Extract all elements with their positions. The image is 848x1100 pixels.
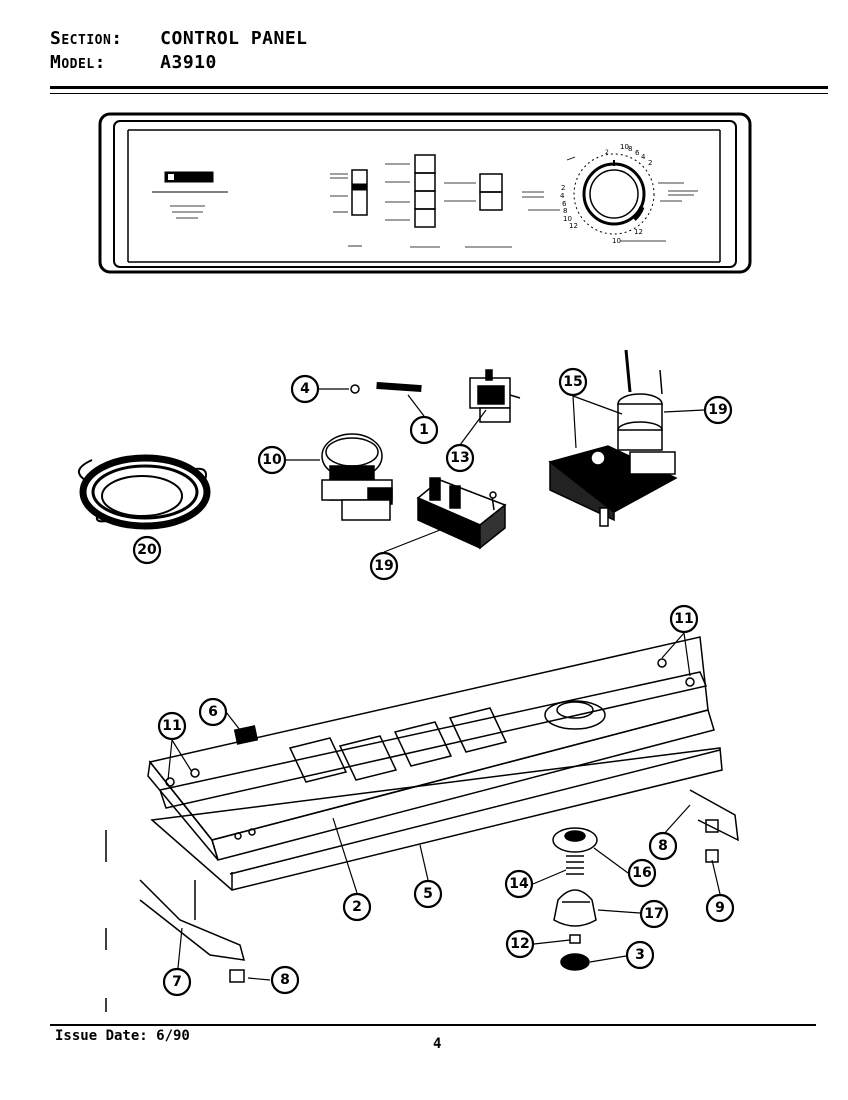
callout-11-right: 11	[669, 604, 699, 634]
svg-text:10: 10	[262, 452, 282, 468]
callout-13: 13	[445, 443, 475, 473]
callout-5: 5	[413, 879, 443, 909]
callout-12: 12	[505, 929, 535, 959]
callout-10: 10	[257, 445, 287, 475]
svg-text:1: 1	[419, 422, 429, 438]
callout-2: 2	[342, 892, 372, 922]
model-label: Model:	[50, 52, 106, 73]
push-button-switch-part	[416, 477, 507, 550]
section-heading: Section: CONTROL PANEL	[50, 28, 308, 49]
dial-number: 2	[605, 149, 609, 156]
svg-text:16: 16	[632, 865, 651, 881]
dial-number: 10	[612, 237, 621, 245]
svg-text:12: 12	[510, 936, 529, 952]
svg-text:17: 17	[644, 906, 663, 922]
svg-text:13: 13	[450, 450, 469, 466]
pressure-switch-part	[321, 433, 393, 521]
dial-number: 6	[635, 149, 640, 157]
header-rule-thin	[50, 93, 828, 94]
svg-text:8: 8	[280, 972, 290, 988]
dial-numbers: 2 4 6 8 10 12 2 10 8 6 4 2 12 10	[560, 143, 652, 245]
svg-text:6: 6	[208, 704, 218, 720]
timer-dial	[573, 153, 655, 235]
load-size-slider	[351, 169, 368, 216]
section-title: CONTROL PANEL	[160, 28, 308, 49]
callout-8-left: 8	[270, 965, 300, 995]
control-panel-front-view	[98, 112, 752, 274]
svg-text:15: 15	[563, 374, 582, 390]
callout-19: 19	[369, 551, 399, 581]
timer-part	[548, 349, 678, 527]
footer-rule	[50, 1024, 816, 1026]
svg-text:3: 3	[635, 947, 645, 963]
callout-18: 19	[703, 395, 733, 425]
dial-number: 6	[562, 200, 567, 208]
svg-text:2: 2	[352, 899, 362, 915]
dial-number: 10	[563, 215, 572, 223]
dial-number: 8	[628, 145, 632, 153]
leader-lines	[167, 388, 721, 981]
callout-3: 3	[625, 940, 655, 970]
callout-7: 7	[162, 967, 192, 997]
temperature-buttons	[414, 154, 436, 228]
callout-20: 20	[132, 535, 162, 565]
model-number: A3910	[160, 52, 217, 73]
svg-text:19: 19	[374, 558, 393, 574]
dial-number: 2	[648, 159, 652, 167]
dial-number: 4	[560, 192, 565, 200]
callout-15: 15	[558, 367, 588, 397]
callout-17: 17	[639, 899, 669, 929]
svg-text:20: 20	[137, 542, 157, 558]
svg-text:9: 9	[715, 900, 725, 916]
dial-number: 4	[641, 153, 646, 161]
right-bracket-part	[689, 789, 739, 863]
svg-text:7: 7	[172, 974, 182, 990]
header-rule-thick	[50, 86, 828, 89]
callout-1: 1	[409, 415, 439, 445]
issue-date: Issue Date: 6/90	[55, 1028, 190, 1044]
callout-8-right: 8	[648, 831, 678, 861]
dial-number: 12	[569, 222, 578, 230]
control-panel-assembly	[147, 636, 723, 891]
dial-number: 2	[561, 184, 565, 192]
side-bracket-part	[139, 879, 246, 983]
page-number: 4	[433, 1036, 442, 1052]
svg-text:11: 11	[674, 611, 693, 627]
knob-assembly	[552, 827, 598, 971]
brand-logo	[164, 171, 214, 183]
dial-number: 8	[563, 207, 567, 215]
svg-text:5: 5	[423, 886, 433, 902]
dial-number: 12	[634, 228, 643, 236]
svg-text:11: 11	[162, 718, 181, 734]
svg-text:19: 19	[708, 402, 727, 418]
callout-11-left: 11	[157, 711, 187, 741]
section-label: Section:	[50, 28, 123, 49]
small-screw-part	[350, 381, 422, 394]
svg-text:14: 14	[509, 876, 529, 892]
callout-4: 4	[290, 374, 320, 404]
wiring-harness-part	[77, 454, 211, 530]
callout-9: 9	[705, 893, 735, 923]
svg-text:8: 8	[658, 838, 668, 854]
dial-number: 10	[620, 143, 629, 151]
wash-spin-speed-buttons	[479, 173, 503, 211]
model-heading: Model: A3910	[50, 52, 217, 73]
switch-part	[469, 369, 521, 423]
callout-16: 16	[627, 858, 657, 888]
svg-text:4: 4	[300, 381, 310, 397]
callout-14: 14	[504, 869, 534, 899]
callout-6: 6	[198, 697, 228, 727]
